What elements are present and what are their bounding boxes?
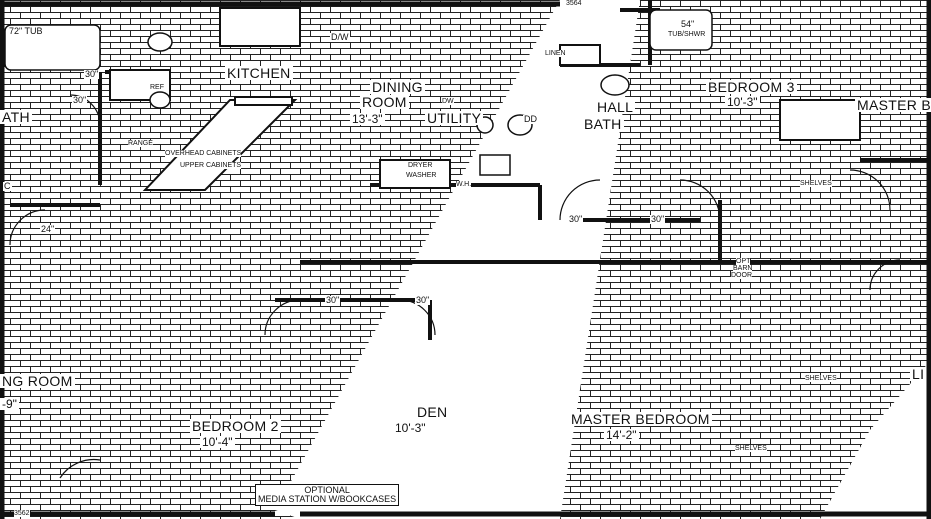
dryer-label: DRYER: [408, 162, 433, 169]
fixtures: [4, 9, 713, 176]
upper-cabinets-label: UPPER CABINETS: [180, 162, 242, 169]
dining-dim: 13'-3": [350, 112, 385, 126]
optional-label: OPTIONAL: [304, 485, 350, 495]
dishwasher-label: D/W: [330, 32, 350, 42]
master-bath-label: MASTER B: [855, 97, 931, 113]
den-dim: 10'-3": [393, 421, 428, 435]
optional-media-station-box: OPTIONAL MEDIA STATION W/BOOKCASES: [255, 484, 400, 506]
barn-door-label-3: DOOR: [731, 272, 752, 279]
corner-code-top: 3564: [566, 0, 582, 7]
barn-door-label-1: OPT: [736, 258, 751, 265]
door-size-30a: 30": [568, 214, 584, 224]
door-size-30d: 30": [415, 295, 431, 305]
door-size-30c: 30": [325, 295, 341, 305]
mark-c: C: [3, 181, 12, 191]
door-size-30e: 30": [72, 95, 88, 105]
washer-label: WASHER: [406, 172, 437, 179]
bedroom2-label: BEDROOM 2: [190, 418, 281, 434]
living-room-label: NG ROOM: [0, 373, 75, 389]
wh-label: W.H.: [456, 181, 472, 188]
tub-type-right: TUB/SHWR: [668, 31, 706, 38]
kitchen-label: KITCHEN: [225, 65, 293, 81]
master-bedroom-dim: 14'-2": [604, 428, 639, 442]
shelves-label-3: SHELVES: [805, 375, 837, 382]
door-swings: [9, 94, 901, 479]
barn-door-label-2: BARN: [733, 265, 753, 272]
door-size-30f: 30": [84, 69, 100, 79]
door-size-30b: 30": [650, 214, 666, 224]
shelves-label-1: SHELVES: [800, 180, 832, 187]
bedroom3-label: BEDROOM 3: [706, 79, 797, 95]
dining-label-2: ROOM: [360, 94, 409, 110]
dining-label: DINING: [370, 79, 425, 95]
corner-code-bottom: 3562: [14, 510, 30, 517]
counters: [109, 7, 861, 189]
bedroom3-dim: 10'-3": [725, 95, 760, 109]
hall-bath-label-2: BATH: [582, 116, 624, 132]
overhead-cabinets-label: OVERHEAD CABINETS: [165, 150, 242, 157]
ref-label: REF: [150, 84, 164, 91]
hall-bath-label: HALL: [595, 99, 636, 115]
range-label: RANGE: [128, 140, 153, 147]
tub-size-right: 54": [680, 19, 696, 29]
utility-label: UTILITY: [425, 110, 484, 126]
master-bedroom-label: MASTER BEDROOM: [569, 411, 712, 427]
linen-label: LINEN: [545, 50, 566, 57]
den-label: DEN: [415, 404, 450, 420]
diagonal-bands: [275, 0, 931, 519]
dw-box-label: DW: [442, 98, 454, 105]
living-room-dim: -9": [0, 397, 19, 411]
media-station-label: MEDIA STATION W/BOOKCASES: [258, 494, 397, 504]
mark-dd: DD: [523, 114, 538, 124]
shelves-label-2: SHELVES: [735, 445, 767, 452]
bedroom2-dim: 10'-4": [200, 435, 235, 449]
partial-bath-label: ATH: [0, 109, 32, 125]
tub-label-left: 72" TUB: [8, 26, 44, 36]
door-size-24: 24": [40, 224, 56, 234]
partial-living-label: LI: [910, 366, 927, 382]
